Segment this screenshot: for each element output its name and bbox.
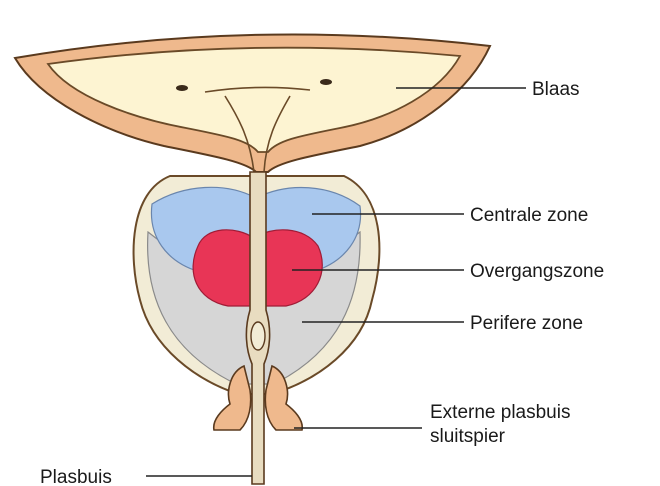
verumontanum	[251, 322, 265, 350]
bladder	[15, 34, 490, 172]
bladder-lumen	[48, 48, 460, 152]
label-transition-zone: Overgangszone	[470, 261, 604, 282]
label-external-sphincter-line2: sluitspier	[430, 426, 506, 447]
ureter-orifice-left	[176, 85, 188, 91]
label-external-sphincter-line1: Externe plasbuis	[430, 402, 570, 423]
urethra	[246, 172, 269, 484]
ureter-orifice-right	[320, 79, 332, 85]
label-central-zone: Centrale zone	[470, 205, 588, 226]
label-bladder: Blaas	[532, 79, 580, 100]
label-peripheral-zone: Perifere zone	[470, 313, 583, 334]
label-urethra: Plasbuis	[40, 467, 112, 486]
